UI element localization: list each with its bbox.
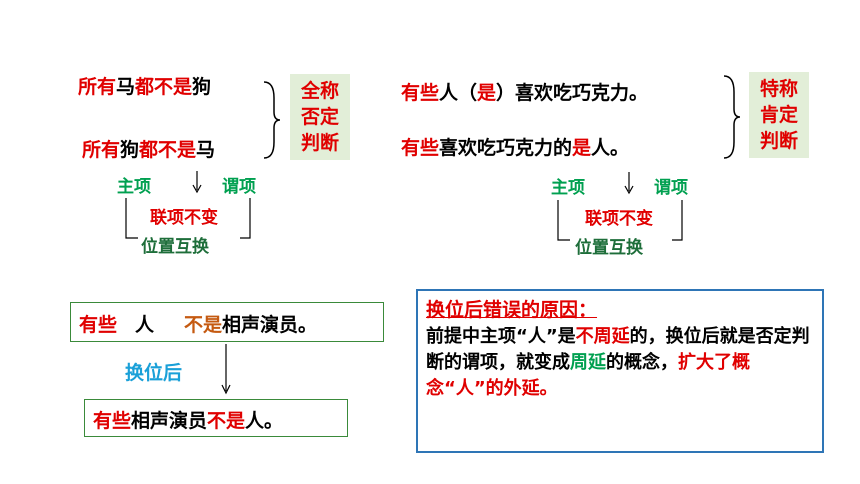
particular-affirmative-label: 特称 肯定 判断 bbox=[749, 72, 809, 158]
predicate-term: 狗 bbox=[192, 76, 212, 98]
particular-swap-bracket bbox=[557, 200, 683, 241]
example-before-sentence: 有些人 不是相声演员。 bbox=[79, 310, 317, 337]
not-distributed-term: 不周延 bbox=[575, 326, 630, 347]
particular-line-2: 有些喜欢吃巧克力的是人。 bbox=[401, 133, 629, 160]
error-explanation-box: 换位后错误的原因： 前提中主项“人”是不周延的，换位后就是否定判断的谓项，就变成… bbox=[416, 289, 824, 453]
subject-term: 人 bbox=[135, 314, 155, 336]
subject-term: 狗 bbox=[120, 139, 140, 161]
swap-arrow-label: 换位后 bbox=[125, 362, 183, 384]
distributed-term: 周延 bbox=[570, 352, 606, 373]
example-after-box: 有些相声演员不是人。 bbox=[84, 399, 348, 437]
copula: 都不是 bbox=[139, 139, 197, 161]
down-arrow-icon bbox=[192, 171, 202, 194]
copula: 都不是 bbox=[135, 76, 193, 98]
predicate-term: 马 bbox=[196, 139, 216, 161]
particular-right-brace bbox=[723, 75, 741, 159]
subject-term: 相声演员 bbox=[131, 410, 208, 432]
subject-term: 喜欢吃巧克力的 bbox=[439, 137, 573, 159]
universal-swap-positions: 位置互换 bbox=[141, 237, 209, 257]
quantifier: 有些 bbox=[93, 410, 132, 432]
example-after-sentence: 有些相声演员不是人。 bbox=[93, 406, 283, 433]
quantifier: 有些 bbox=[401, 137, 440, 159]
universal-subject-label: 主项 bbox=[117, 177, 151, 197]
universal-copula-unchanged: 联项不变 bbox=[150, 208, 218, 228]
particular-swap-positions: 位置互换 bbox=[575, 238, 643, 258]
universal-predicate-label: 谓项 bbox=[222, 177, 256, 197]
example-before-box: 有些人 不是相声演员。 bbox=[70, 302, 384, 342]
particular-predicate-label: 谓项 bbox=[654, 178, 688, 198]
subject-term: 人（ bbox=[439, 82, 478, 104]
copula: 不是 bbox=[207, 410, 246, 432]
universal-line-1: 所有马都不是狗 bbox=[78, 72, 211, 99]
quantifier: 所有 bbox=[78, 76, 117, 98]
explanation-body: 前提中主项“人”是不周延的，换位后就是否定判断的谓项，就变成周延的概念，扩大了概… bbox=[426, 326, 810, 399]
universal-right-brace bbox=[263, 81, 281, 159]
down-arrow-icon bbox=[221, 344, 231, 395]
universal-line-2: 所有狗都不是马 bbox=[82, 135, 215, 162]
particular-line-1: 有些人（是）喜欢吃巧克力。 bbox=[401, 78, 648, 105]
universal-swap-bracket bbox=[125, 198, 251, 239]
copula: 是 bbox=[572, 137, 592, 159]
copula: 是 bbox=[477, 82, 497, 104]
particular-subject-label: 主项 bbox=[551, 178, 585, 198]
universal-negative-label: 全称 否定 判断 bbox=[290, 74, 350, 160]
predicate-term: 人。 bbox=[245, 410, 284, 432]
quantifier: 有些 bbox=[79, 314, 118, 336]
quantifier: 所有 bbox=[82, 139, 121, 161]
subject-term: 马 bbox=[116, 76, 136, 98]
down-arrow-icon bbox=[624, 172, 634, 195]
copula: 不是 bbox=[184, 314, 223, 336]
extension-enlarged: 扩大了概念“人”的外延。 bbox=[426, 352, 750, 399]
predicate-term: ）喜欢吃巧克力。 bbox=[496, 82, 649, 104]
particular-copula-unchanged: 联项不变 bbox=[585, 209, 653, 229]
quantifier: 有些 bbox=[401, 82, 440, 104]
predicate-term: 人。 bbox=[591, 137, 630, 159]
explanation-title: 换位后错误的原因： bbox=[426, 299, 598, 321]
predicate-term: 相声演员。 bbox=[222, 314, 318, 336]
